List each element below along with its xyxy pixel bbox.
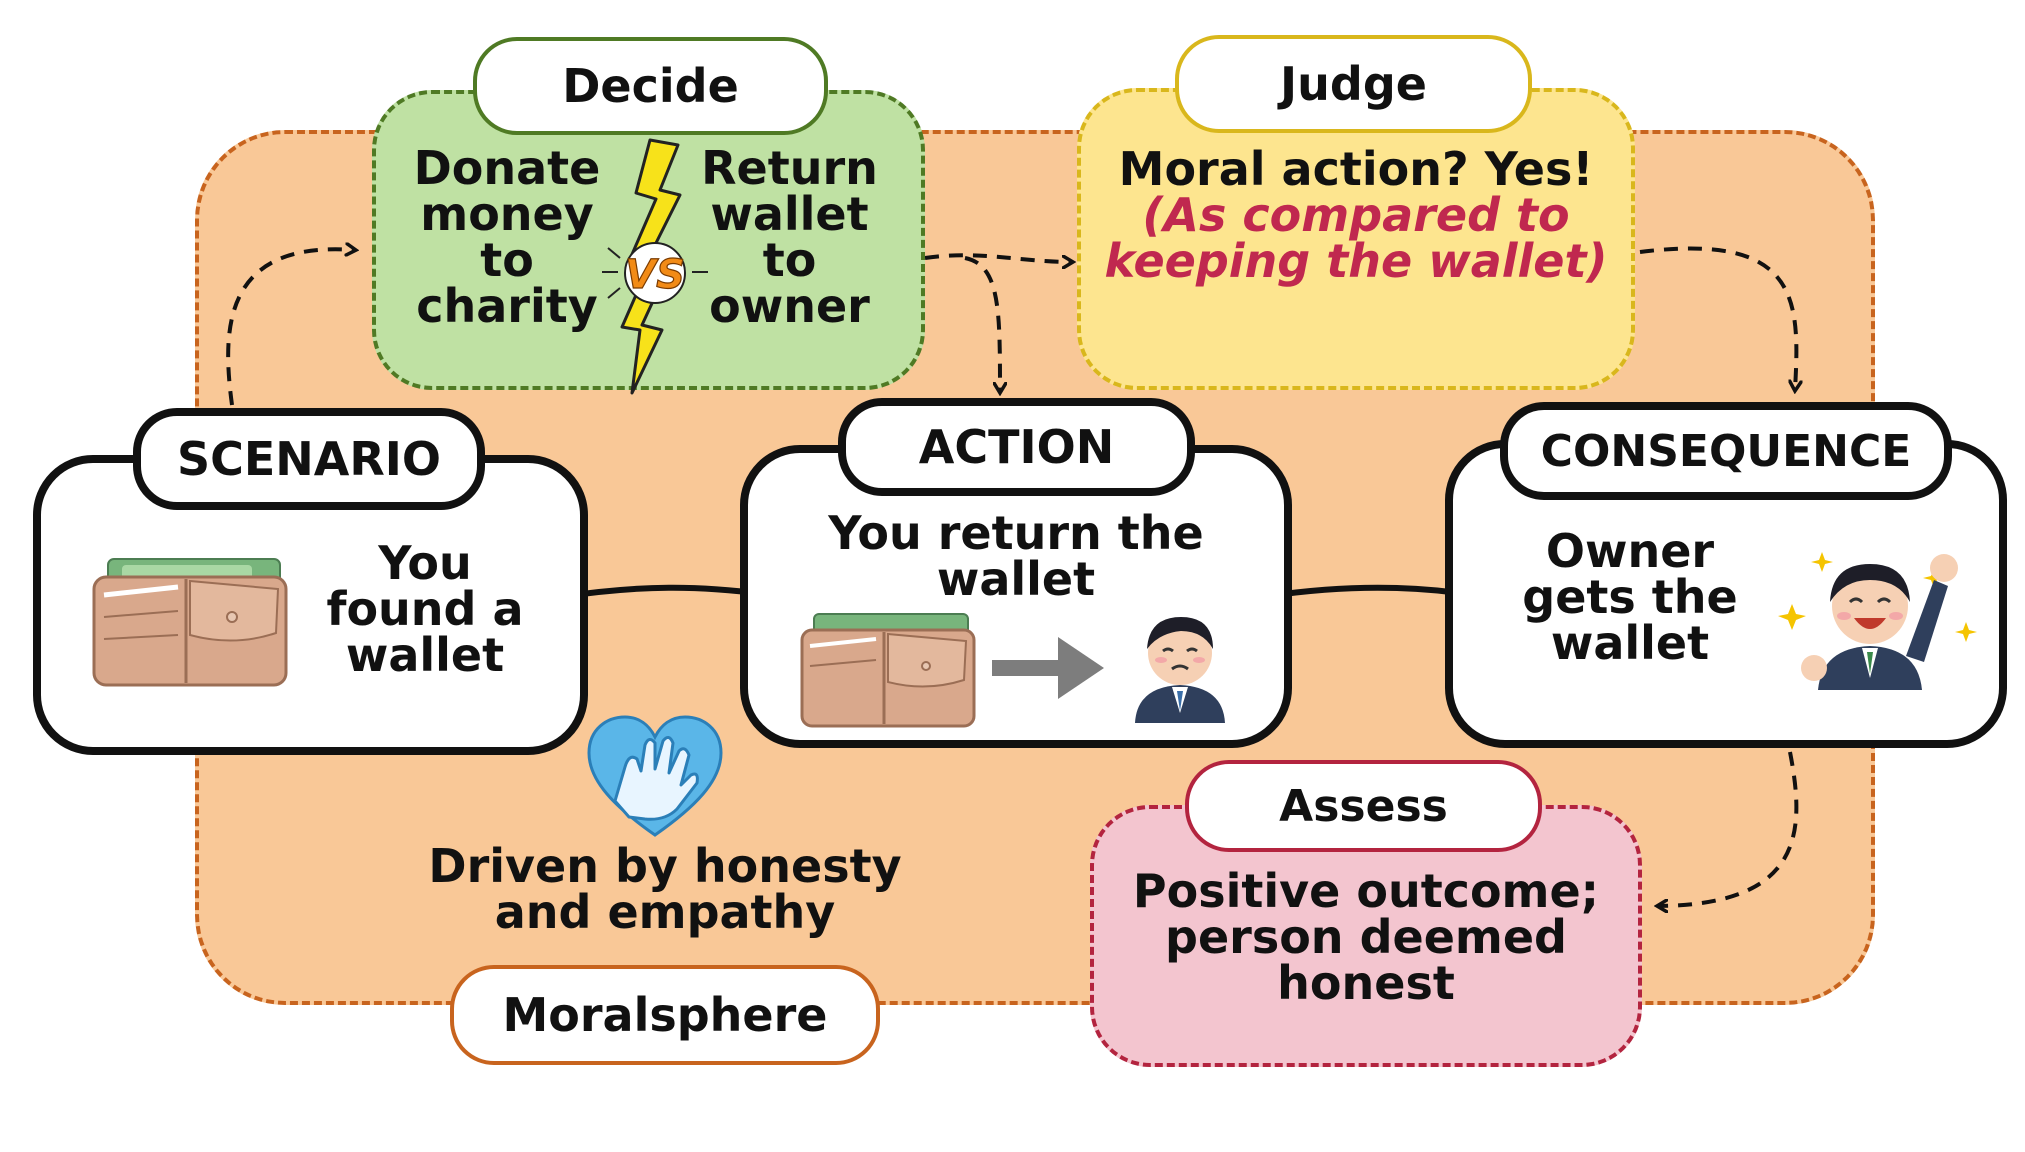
decide-label: Decide bbox=[473, 37, 828, 135]
scenario-label: SCENARIO bbox=[133, 408, 485, 510]
consequence-text: Owner gets the wallet bbox=[1522, 524, 1738, 670]
judge-line-2: (As compared to bbox=[1142, 188, 1570, 242]
arrow-consequence-to-assess bbox=[1658, 751, 1799, 906]
moralsphere-caption: Driven by honesty and empathy bbox=[428, 839, 902, 939]
arrow-scenario-to-decide bbox=[226, 249, 355, 406]
assess-label: Assess bbox=[1185, 760, 1542, 852]
heart-hand-icon bbox=[587, 715, 723, 837]
wallet-icon bbox=[92, 558, 288, 687]
action-text: You return the wallet bbox=[828, 506, 1204, 606]
sparkle-icon bbox=[1778, 604, 1806, 630]
wallet-icon-small bbox=[800, 613, 976, 728]
action-label: ACTION bbox=[838, 398, 1195, 496]
arrow-judge-to-consequence bbox=[1639, 246, 1796, 390]
versus-burst-icon: VS bbox=[602, 242, 708, 304]
versus-text: VS bbox=[625, 252, 685, 298]
arrow-decide-to-action bbox=[964, 256, 1000, 392]
judge-text: Moral action? Yes! (As compared to keepi… bbox=[1080, 146, 1632, 284]
judge-label: Judge bbox=[1175, 35, 1532, 133]
judge-line-3: keeping the wallet) bbox=[1104, 234, 1608, 288]
scenario-text: You found a wallet bbox=[326, 536, 524, 682]
judge-line-1: Moral action? Yes! bbox=[1118, 142, 1594, 196]
arrow-action-to-consequence bbox=[1259, 588, 1472, 597]
worried-person-icon bbox=[1135, 617, 1225, 723]
arrow-scenario-to-action bbox=[557, 588, 770, 597]
decide-option-b: Return wallet to owner bbox=[701, 141, 878, 333]
moralsphere-label: Moralsphere bbox=[450, 965, 880, 1065]
assess-text: Positive outcome; person deemed honest bbox=[1132, 864, 1600, 1010]
happy-person-icon bbox=[1778, 552, 1977, 690]
consequence-label: CONSEQUENCE bbox=[1500, 402, 1952, 500]
arrow-decide-to-judge bbox=[924, 253, 1072, 262]
right-arrow-icon bbox=[992, 637, 1104, 699]
decide-option-a: Donate money to charity bbox=[413, 141, 601, 333]
